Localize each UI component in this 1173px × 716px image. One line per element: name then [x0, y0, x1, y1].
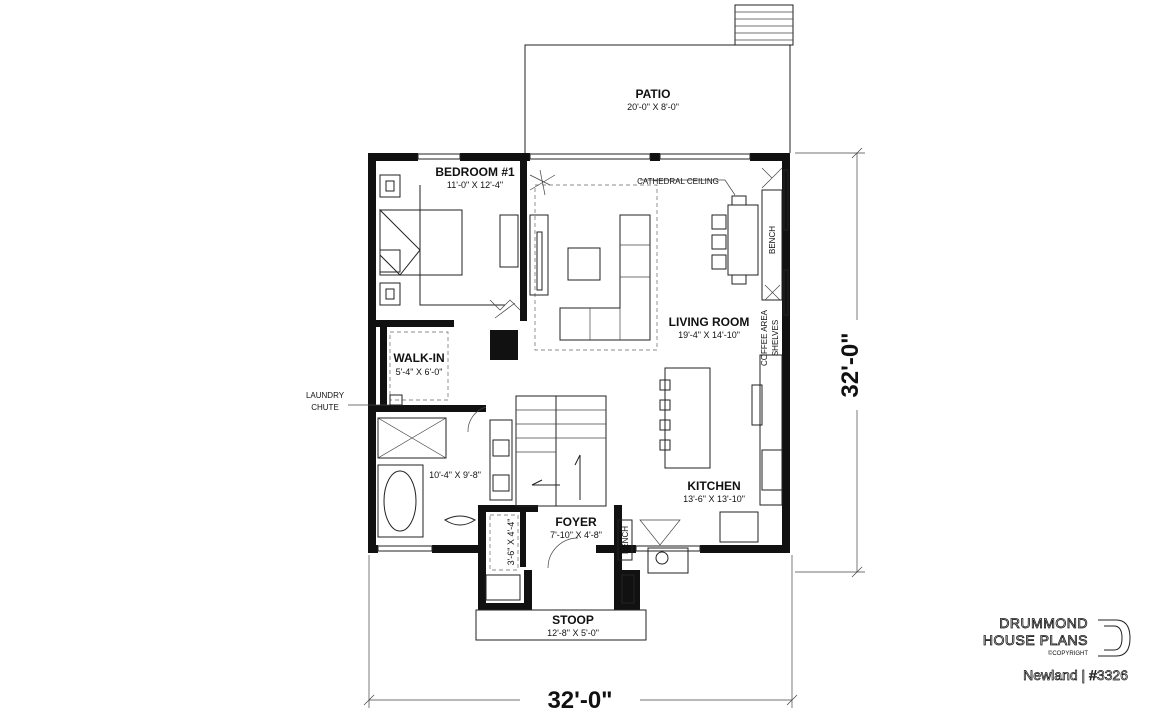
- brand-copyright: ©COPYRIGHT: [1048, 650, 1088, 657]
- kitchen-fixtures: [639, 354, 783, 574]
- brand-logo-icon: [1098, 619, 1131, 657]
- dining-furniture: [711, 167, 783, 301]
- stoop-label: STOOP: [552, 613, 594, 627]
- coffee-area-note: COFFEE AREA: [760, 309, 769, 366]
- living-room-dims: 19'-4" X 14'-10": [678, 330, 740, 340]
- bathroom-dims: 10'-4" X 9'-8": [429, 470, 481, 480]
- living-room-furniture: [529, 169, 736, 351]
- staircase: [515, 395, 607, 507]
- laundry-chute-note-2: CHUTE: [311, 403, 339, 412]
- patio-area: [524, 4, 794, 153]
- kitchen-dims: 13'-6" X 13'-10": [683, 494, 745, 504]
- foyer-dims: 7'-10" X 4'-8": [550, 530, 602, 540]
- stoop-area: [475, 609, 647, 641]
- walkin-shelves: [378, 331, 449, 406]
- dimension-lines: [348, 147, 865, 708]
- kitchen-label: KITCHEN: [687, 479, 740, 493]
- living-room-label: LIVING ROOM: [669, 315, 750, 329]
- foyer-fixtures: [489, 514, 633, 571]
- bedroom-dims: 11'-0" X 12'-4": [447, 180, 503, 190]
- foyer-bench-note: BENCH: [621, 526, 630, 554]
- width-dimension: 32'-0": [547, 687, 612, 714]
- plan-name: Newland | #3326: [1023, 667, 1128, 683]
- patio-dims: 20'-0" X 8'-0": [627, 102, 679, 112]
- bathroom-fixtures: [377, 406, 513, 538]
- cathedral-ceiling-note: CATHEDRAL CEILING: [637, 177, 719, 186]
- brand-line-2: HOUSE PLANS: [983, 632, 1088, 648]
- laundry-chute-note-1: LAUNDRY: [306, 391, 345, 400]
- walkin-label: WALK-IN: [393, 351, 444, 365]
- walkin-dims: 5'-4" X 6'-0": [396, 367, 443, 377]
- closet-dims: 3'-6" X 4'-4": [506, 519, 516, 566]
- dining-bench-note: BENCH: [768, 226, 777, 254]
- patio-label: PATIO: [636, 87, 671, 101]
- brand-line-1: DRUMMOND: [999, 615, 1088, 631]
- bedroom-label: BEDROOM #1: [435, 165, 515, 179]
- shelves-note: SHELVES: [771, 320, 780, 356]
- bedroom-furniture: [379, 174, 521, 319]
- brand-logo: [1098, 619, 1131, 657]
- stoop-dims: 12'-8" X 5'-0": [547, 628, 599, 638]
- depth-dimension: 32'-0": [837, 332, 864, 397]
- foyer-label: FOYER: [555, 515, 597, 529]
